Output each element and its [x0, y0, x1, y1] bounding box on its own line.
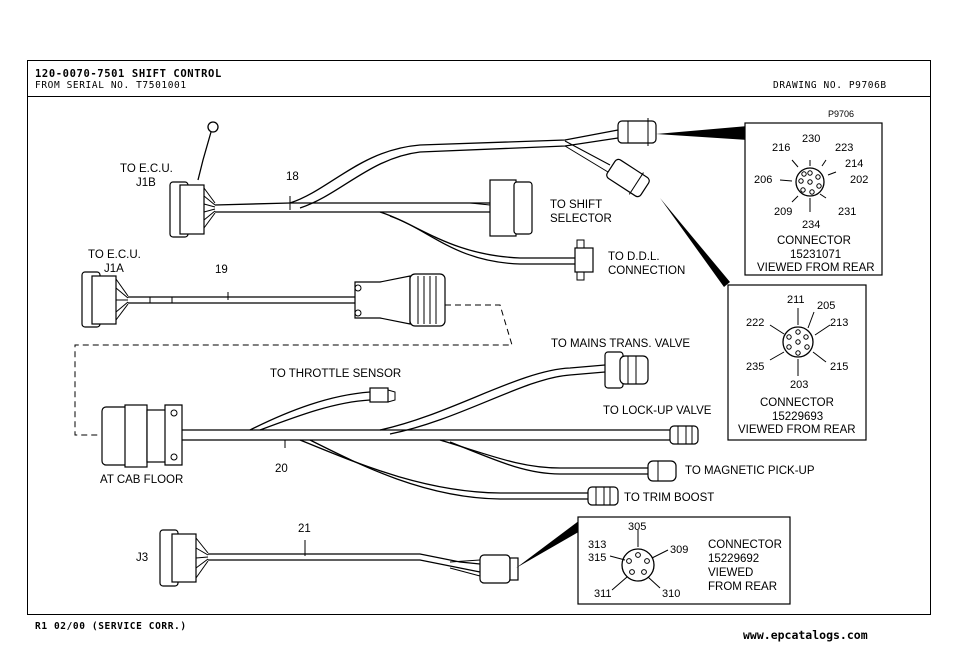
serial-number: FROM SERIAL NO. T7501001: [35, 80, 187, 91]
connector-detail-15229692: [577, 516, 791, 605]
label-harness-20: 20: [275, 463, 288, 475]
pin-label: 230: [802, 133, 820, 145]
connector-a-line1: CONNECTOR: [777, 235, 851, 247]
p9706-connector-upper: [617, 120, 657, 144]
connector-c-line4: FROM REAR: [708, 581, 777, 593]
harness-19: [74, 271, 513, 436]
ddl-connector: [574, 247, 594, 273]
pin-label: 311: [594, 588, 612, 600]
label-shift-selector-2: SELECTOR: [550, 213, 612, 225]
pin-label: 216: [772, 142, 790, 154]
j21-end-connector: [479, 554, 511, 584]
label-ddl-2: CONNECTION: [608, 265, 685, 277]
drawing-title: 120-0070-7501 SHIFT CONTROL: [35, 68, 222, 80]
header-divider: [27, 96, 931, 97]
pin-label: 223: [835, 142, 853, 154]
p9706-connector-lower: [606, 158, 650, 198]
connector-detail-15229693: [727, 284, 867, 441]
pin-label: 215: [830, 361, 848, 373]
lockup-connector: [669, 425, 699, 445]
pin-label: 231: [838, 206, 856, 218]
pin-label: 305: [628, 521, 646, 533]
pin-label: 234: [802, 219, 820, 231]
label-mains-trans: TO MAINS TRANS. VALVE: [551, 338, 690, 350]
pin-label: 222: [746, 317, 764, 329]
pointer-a: [656, 126, 748, 140]
round-connector-19: [354, 275, 411, 325]
connector-c-line3: VIEWED: [708, 567, 753, 579]
label-shift-selector-1: TO SHIFT: [550, 199, 602, 211]
connector-a-line2: 15231071: [790, 249, 841, 261]
label-cab-floor: AT CAB FLOOR: [100, 474, 183, 486]
pointer-c: [516, 520, 582, 568]
label-harness-18: 18: [286, 171, 299, 183]
label-trim-boost: TO TRIM BOOST: [624, 492, 714, 504]
pin-label: 313: [588, 539, 606, 551]
pin-label: 203: [790, 379, 808, 391]
drawing-frame: [27, 60, 931, 615]
label-ecu-j1b: TO E.C.U.: [120, 163, 173, 175]
connector-c-line1: CONNECTOR: [708, 539, 782, 551]
shift-selector-connector: [489, 179, 517, 237]
label-throttle: TO THROTTLE SENSOR: [270, 368, 401, 380]
drawing-number: DRAWING NO. P9706B: [773, 80, 887, 91]
pin-label: 205: [817, 300, 835, 312]
connector-b-line1: CONNECTOR: [760, 397, 834, 409]
pin-label: 202: [850, 174, 868, 186]
label-harness-21: 21: [298, 523, 311, 535]
harness-20: [101, 351, 699, 506]
harness-18: [169, 118, 657, 281]
connector-detail-15231071: [744, 122, 883, 276]
label-p9706: P9706: [828, 109, 854, 119]
label-j1b: J1B: [136, 177, 156, 189]
revision-note: R1 02/00 (SERVICE CORR.): [35, 621, 187, 632]
website-link[interactable]: www.epcatalogs.com: [743, 628, 868, 642]
pin-label: 213: [830, 317, 848, 329]
label-lockup: TO LOCK-UP VALVE: [603, 405, 712, 417]
ring-terminal: [207, 121, 219, 133]
ground-wire: [197, 131, 212, 181]
pin-label: 214: [845, 158, 863, 170]
mag-pickup-connector: [647, 460, 677, 482]
pin-label: 309: [670, 544, 688, 556]
label-ddl-1: TO D.D.L.: [608, 251, 660, 263]
pin-label: 310: [662, 588, 680, 600]
dashed-link: [74, 304, 513, 436]
connector-b-line3: VIEWED FROM REAR: [738, 424, 856, 436]
connector-b-line2: 15229693: [772, 411, 823, 423]
pointer-b: [660, 198, 730, 287]
throttle-connector: [369, 387, 389, 403]
connector-a-line3: VIEWED FROM REAR: [757, 262, 875, 274]
pin-label: 235: [746, 361, 764, 373]
harness-21: [159, 529, 519, 587]
label-j1a: J1A: [104, 263, 124, 275]
pin-label: 315: [588, 552, 606, 564]
label-j3: J3: [136, 552, 148, 564]
trim-boost-connector: [587, 486, 619, 506]
label-harness-19: 19: [215, 264, 228, 276]
connector-c-line2: 15229692: [708, 553, 759, 565]
label-mag-pickup: TO MAGNETIC PICK-UP: [685, 465, 815, 477]
pin-label: 206: [754, 174, 772, 186]
label-ecu-j1a: TO E.C.U.: [88, 249, 141, 261]
pin-label: 211: [787, 294, 805, 306]
pin-label: 209: [774, 206, 792, 218]
